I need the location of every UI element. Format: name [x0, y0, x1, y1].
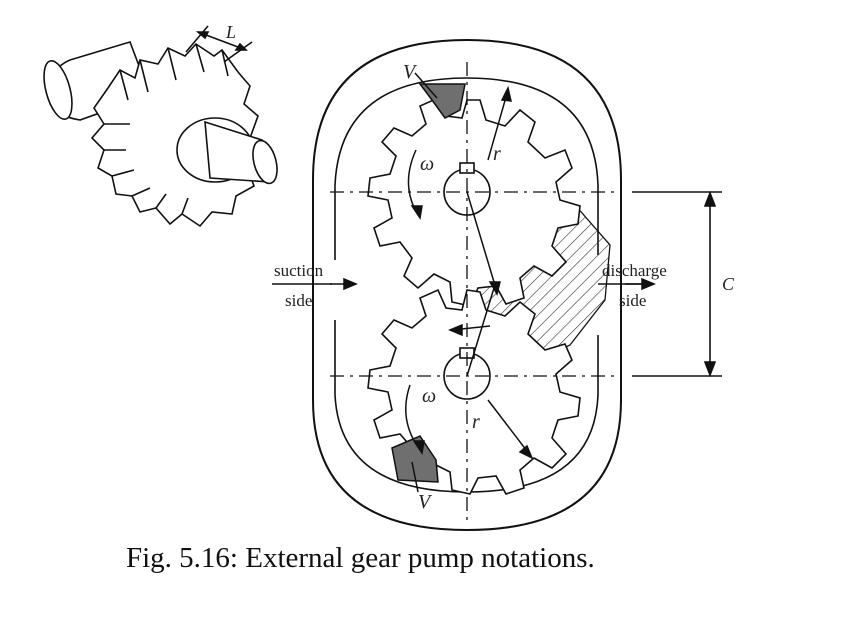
shaft-back-end — [43, 60, 73, 120]
label-suction-line1: suction — [274, 261, 324, 280]
figure-caption: Fig. 5.16: External gear pump notations. — [126, 542, 595, 574]
shaft-front-end — [252, 139, 278, 185]
length-dimension — [185, 25, 253, 63]
center-lines — [330, 62, 616, 520]
label-radius-bottom: r — [472, 411, 480, 433]
label-discharge-line2: side — [619, 291, 646, 310]
label-suction-line2: side — [285, 291, 312, 310]
casing-outer — [312, 38, 622, 532]
label-volume-top: V — [403, 61, 418, 83]
gear-sketch-grooves — [104, 43, 229, 215]
annotation-arrows — [272, 72, 656, 493]
gear-isometric-sketch — [43, 25, 278, 228]
label-discharge-line1: discharge — [602, 261, 667, 280]
label-omega-bottom: ω — [422, 385, 436, 407]
label-omega-top: ω — [420, 153, 434, 175]
center-distance-dimension — [632, 190, 722, 378]
label-volume-bottom: V — [418, 491, 433, 513]
label-radius-top: r — [493, 143, 501, 165]
gear-upper — [367, 96, 581, 307]
label-center-distance: C — [722, 274, 735, 294]
pocket-volume-bottom — [391, 435, 439, 483]
label-length: L — [225, 22, 236, 42]
